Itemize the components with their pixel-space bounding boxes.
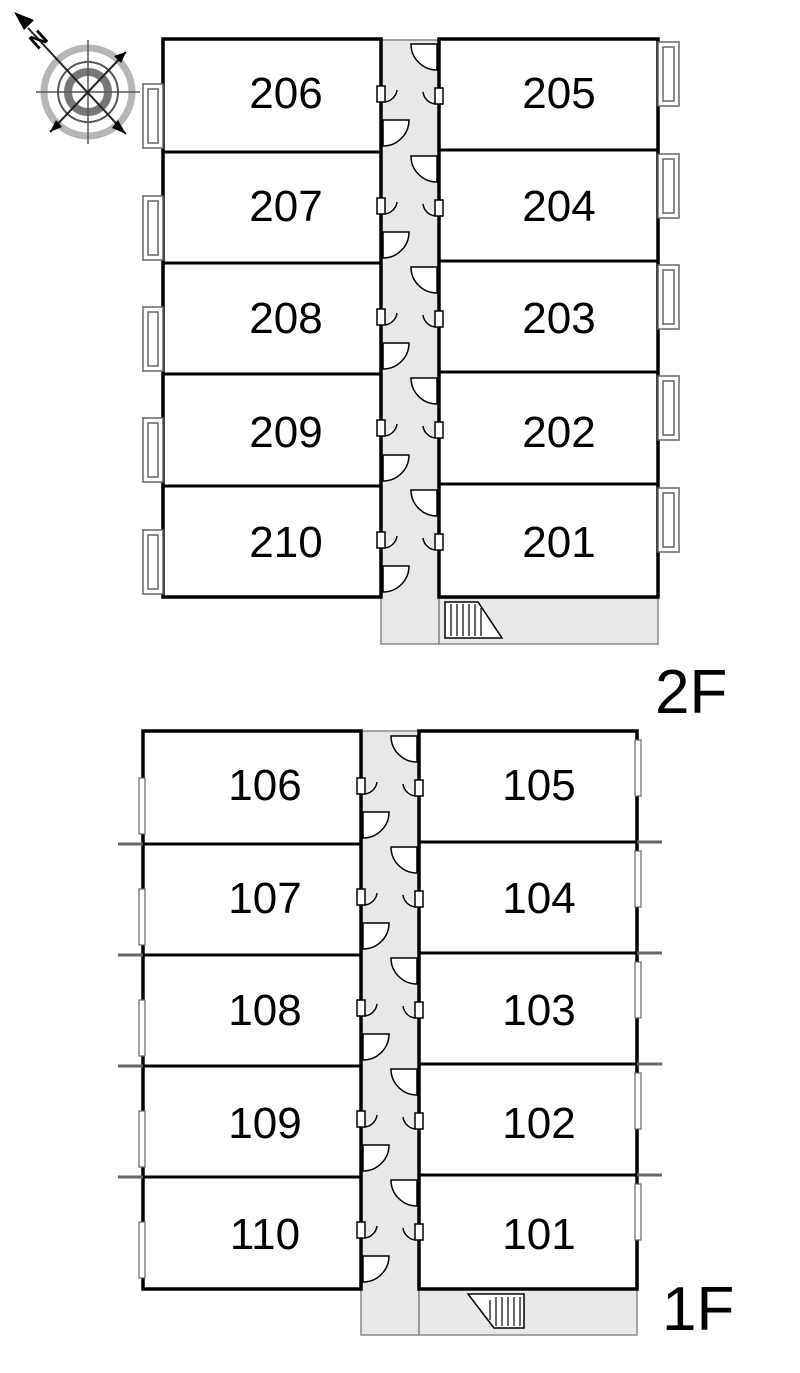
compass-rose-icon bbox=[14, 12, 140, 144]
landing-1f bbox=[418, 1287, 638, 1336]
room-label: 101 bbox=[502, 1210, 575, 1259]
stairs-icon-2f bbox=[444, 601, 504, 639]
balconies-2f-right bbox=[657, 41, 680, 553]
doors-2f-right bbox=[410, 43, 444, 551]
balconies-2f-left bbox=[142, 83, 164, 595]
room-label: 103 bbox=[502, 986, 575, 1035]
room-label: 109 bbox=[228, 1099, 301, 1148]
room-label: 102 bbox=[502, 1099, 575, 1148]
room-label: 203 bbox=[522, 294, 595, 343]
floor-label-1f: 1F bbox=[662, 1275, 734, 1344]
floor-1f: 106 107 108 109 110 105 104 103 102 101 … bbox=[118, 729, 734, 1344]
room-label: 208 bbox=[249, 294, 322, 343]
room-label: 106 bbox=[228, 761, 301, 810]
room-label: 206 bbox=[249, 69, 322, 118]
room-label: 107 bbox=[228, 874, 301, 923]
room-label: 108 bbox=[228, 986, 301, 1035]
wall-stubs-1f bbox=[118, 840, 662, 1179]
room-label: 205 bbox=[522, 69, 595, 118]
room-label: 104 bbox=[502, 874, 575, 923]
doors-1f-right bbox=[390, 735, 424, 1241]
room-label: 210 bbox=[249, 518, 322, 567]
doors-1f-left bbox=[356, 777, 390, 1283]
doors-2f-left bbox=[376, 85, 410, 593]
room-label: 110 bbox=[230, 1210, 300, 1259]
room-label: 207 bbox=[249, 182, 322, 231]
floor-2f: 206 207 208 209 210 205 204 203 202 201 … bbox=[142, 37, 727, 727]
floor-label-2f: 2F bbox=[655, 658, 727, 727]
room-label: 202 bbox=[522, 408, 595, 457]
windows-1f bbox=[138, 739, 642, 1279]
room-label: 204 bbox=[522, 182, 595, 231]
room-label: 105 bbox=[502, 761, 575, 810]
room-label: 201 bbox=[522, 518, 595, 567]
stairs-icon-1f bbox=[466, 1293, 525, 1329]
room-label: 209 bbox=[249, 408, 322, 457]
